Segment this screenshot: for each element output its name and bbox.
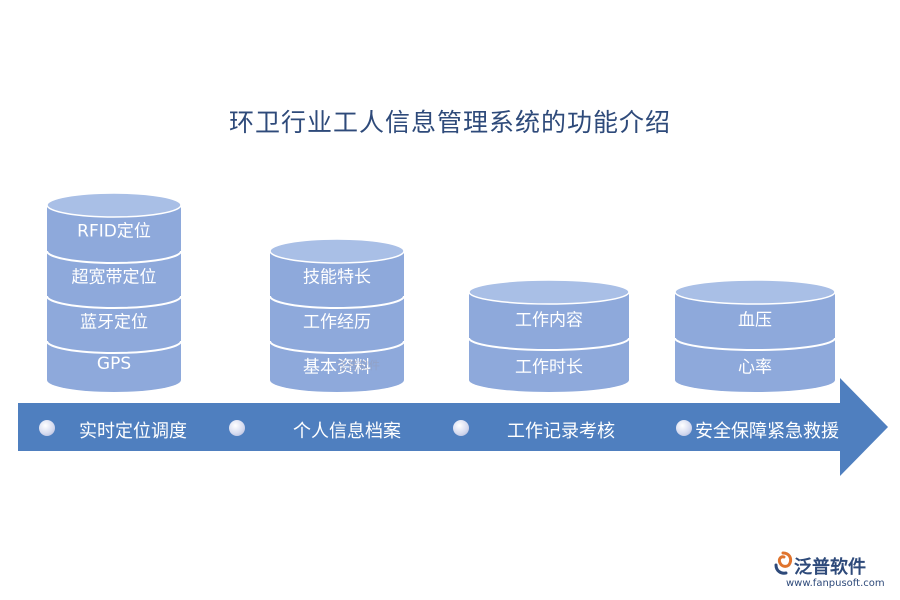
stack-2-item-1: 技能特长 (303, 267, 371, 288)
stack-3-item-2: 工作时长 (515, 357, 583, 378)
timeline-dot-1 (39, 420, 55, 436)
stack-3-item-1: 工作内容 (515, 310, 583, 331)
stack-4-item-2: 心率 (738, 357, 772, 378)
stack-3 (468, 279, 630, 392)
stack-4-top (674, 279, 836, 305)
brand-url: www.fanpusoft.com (786, 578, 885, 589)
brand-logo-icon (774, 551, 793, 575)
stack-1-top (46, 192, 182, 218)
stack-2-item-3: 基本资料 (303, 357, 371, 378)
stack-1-item-4: GPS (96, 354, 132, 374)
stack-2-item-2: 工作经历 (303, 312, 371, 333)
stack-2-body (270, 251, 404, 392)
stack-4-body (675, 292, 835, 392)
stage-label-4: 安全保障紧急救援 (695, 421, 839, 442)
stack-1-item-2: 超宽带定位 (71, 267, 157, 288)
timeline-dot-2 (229, 420, 245, 436)
page-title: 环卫行业工人信息管理系统的功能介绍 (228, 108, 671, 137)
stage-label-1: 实时定位调度 (79, 421, 187, 442)
stack-1 (46, 192, 182, 392)
stack-1-item-3: 蓝牙定位 (80, 312, 148, 333)
timeline-dot-3 (453, 420, 469, 436)
brand-name: 泛普软件 (794, 557, 866, 578)
stack-2 (269, 238, 405, 392)
stage-label-2: 个人信息档案 (293, 421, 401, 442)
stack-2-top (269, 238, 405, 264)
stack-4-item-1: 血压 (738, 310, 772, 331)
stack-1-item-1: RFID定位 (77, 221, 151, 242)
watermark-text: 泛普软件 (336, 359, 380, 372)
stack-3-body (469, 292, 629, 392)
stack-3-top (468, 279, 630, 305)
timeline-dot-4 (676, 420, 692, 436)
stack-1-body (47, 205, 181, 392)
stage-label-3: 工作记录考核 (507, 421, 615, 442)
stack-4 (674, 279, 836, 392)
